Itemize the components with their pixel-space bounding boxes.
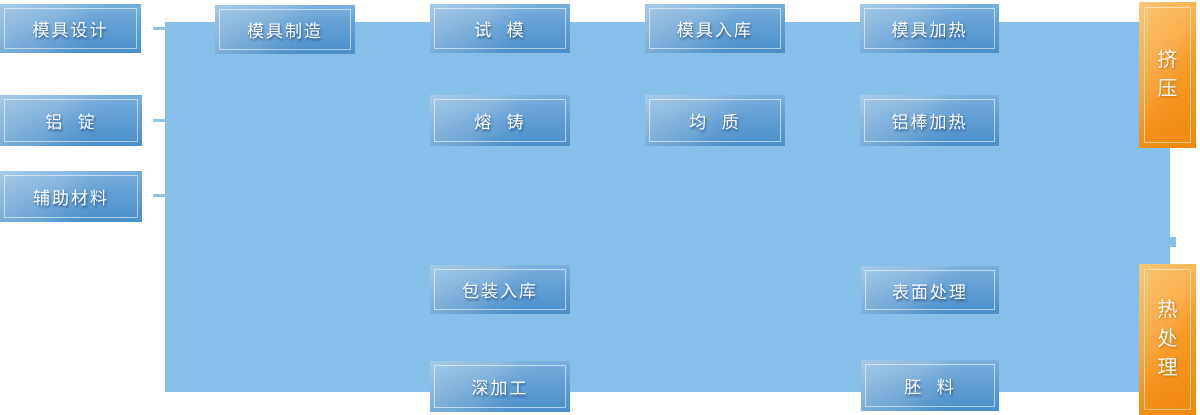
node-mold-design: 模具设计 [0, 4, 141, 53]
tab-extrusion: 挤压 [1139, 2, 1196, 148]
connector-dash [153, 194, 165, 197]
node-homogenization: 均 质 [645, 95, 785, 146]
node-billet: 胚 料 [861, 360, 999, 411]
flow-background-panel [165, 22, 1170, 392]
node-aluminum-ingot: 铝 锭 [0, 95, 142, 146]
node-melting-casting: 熔 铸 [430, 95, 570, 146]
node-mold-trial: 试 模 [430, 4, 570, 53]
connector-dash [153, 27, 165, 30]
node-auxiliary-materials: 辅助材料 [0, 171, 142, 222]
panel-edge-notch [1168, 237, 1176, 247]
node-deep-processing: 深加工 [430, 361, 570, 412]
node-mold-warehousing: 模具入库 [645, 4, 785, 53]
connector-dash [153, 119, 165, 122]
tab-heat-treatment: 热处理 [1139, 264, 1196, 415]
node-surface-treatment: 表面处理 [861, 266, 999, 314]
node-rod-heating: 铝棒加热 [860, 95, 999, 146]
node-packing-warehousing: 包装入库 [430, 265, 570, 314]
tab-heat-treatment-label: 热处理 [1157, 299, 1178, 379]
node-mold-manufacturing: 模具制造 [215, 5, 355, 54]
tab-extrusion-label: 挤压 [1157, 49, 1178, 100]
node-mold-heating: 模具加热 [860, 4, 999, 53]
